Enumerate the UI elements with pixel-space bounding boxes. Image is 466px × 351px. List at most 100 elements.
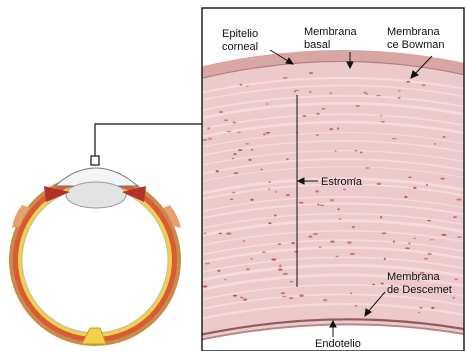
stroma-cell [430, 239, 434, 240]
stroma-cell [405, 247, 410, 249]
label-epitelio-line2: corneal [222, 41, 258, 53]
stroma-cell [404, 196, 407, 198]
stroma-cell [376, 95, 380, 96]
stroma-cell [372, 284, 375, 285]
stroma-cell [319, 205, 324, 206]
stroma-cell [398, 97, 401, 99]
stroma-cell [204, 233, 206, 234]
label-descemet-line2: de Descemet [387, 284, 452, 296]
stroma-cell [290, 281, 294, 283]
stroma-cell [330, 92, 332, 94]
stroma-cell [363, 92, 366, 93]
stroma-cell [271, 258, 276, 260]
stroma-cell [268, 188, 270, 190]
stroma-cell [384, 258, 386, 260]
stroma-cell [319, 247, 322, 248]
stroma-cell [454, 279, 458, 281]
stroma-cell [246, 268, 250, 270]
label-membrana-basal-line1: Membrana [304, 26, 357, 38]
stroma-cell [380, 115, 382, 116]
stroma-cell [443, 136, 446, 138]
stroma-cell [431, 307, 434, 309]
stroma-cell [233, 295, 237, 297]
stroma-cell [322, 108, 326, 110]
stroma-cell [354, 150, 358, 151]
stroma-cell [330, 199, 334, 201]
stroma-cell [329, 128, 333, 130]
stroma-cell [380, 216, 382, 218]
label-bowman-line2: ce Bowman [387, 39, 444, 51]
stroma-cell [243, 299, 247, 301]
stroma-cell [205, 262, 210, 264]
stroma-cell [335, 150, 337, 151]
stroma-cell [208, 138, 212, 140]
stroma-cell [413, 187, 417, 189]
stroma-cell [381, 283, 384, 285]
stroma-cell [316, 113, 320, 115]
stroma-cell [240, 84, 243, 86]
stroma-cell [398, 90, 401, 92]
stroma-cell [414, 238, 416, 239]
label-epitelio-line1: Epitelio [222, 28, 258, 40]
stroma-cell [286, 158, 289, 160]
stroma-cell [408, 242, 410, 244]
stroma-cell [240, 297, 244, 298]
stroma-cell [251, 149, 253, 151]
stroma-cell [392, 138, 397, 139]
stroma-cell [266, 132, 271, 133]
stroma-cell [382, 233, 387, 234]
stroma-cell [335, 256, 338, 258]
stroma-cell [224, 119, 228, 121]
stroma-cell [243, 240, 246, 241]
stroma-cell [268, 181, 271, 183]
stroma-cell [232, 192, 235, 194]
stroma-cell [283, 77, 288, 79]
stroma-cell [427, 220, 431, 221]
label-bowman-line1: Membrana [387, 26, 440, 38]
stroma-cell [453, 216, 457, 218]
stroma-cell [393, 241, 395, 243]
stroma-cell [428, 253, 432, 255]
stroma-cell [226, 232, 231, 234]
label-descemet-line1: Membrana [387, 271, 440, 283]
stroma-cell [452, 297, 455, 298]
stroma-cell [408, 177, 412, 178]
stroma-cell [434, 143, 436, 144]
stroma-cell [419, 307, 422, 309]
stroma-cell [347, 241, 351, 243]
zoom-box [91, 156, 99, 165]
stroma-cell [275, 191, 277, 193]
stroma-cell [274, 215, 276, 217]
stroma-cell [216, 170, 219, 172]
lens [66, 182, 126, 208]
stroma-cell [352, 226, 355, 228]
stroma-cell [315, 190, 318, 192]
stroma-cell [316, 134, 319, 136]
stroma-cell [278, 269, 282, 271]
stroma-cell [233, 122, 236, 124]
stroma-cell [232, 158, 234, 160]
stroma-cell [237, 132, 240, 133]
stroma-cell [234, 172, 239, 174]
stroma-cell [251, 258, 253, 260]
stroma-cell [424, 258, 428, 260]
stroma-cell [406, 81, 410, 83]
stroma-cell [262, 252, 266, 253]
stroma-cell [250, 199, 253, 201]
stroma-cell [282, 296, 287, 297]
vitreous-body [22, 187, 168, 333]
stroma-cell [360, 152, 363, 154]
stroma-cell [261, 169, 263, 170]
stroma-cell [337, 208, 340, 210]
stroma-cell [323, 299, 327, 301]
stroma-cell [442, 234, 447, 236]
stroma-cell [309, 72, 313, 74]
stroma-cell [202, 139, 207, 141]
stroma-cell [227, 131, 232, 132]
stroma-cell [330, 241, 335, 243]
stroma-cell [294, 91, 296, 92]
stroma-cell [233, 153, 236, 155]
stroma-cell [248, 159, 251, 161]
stroma-cell [263, 134, 266, 136]
stroma-cell [337, 127, 339, 129]
